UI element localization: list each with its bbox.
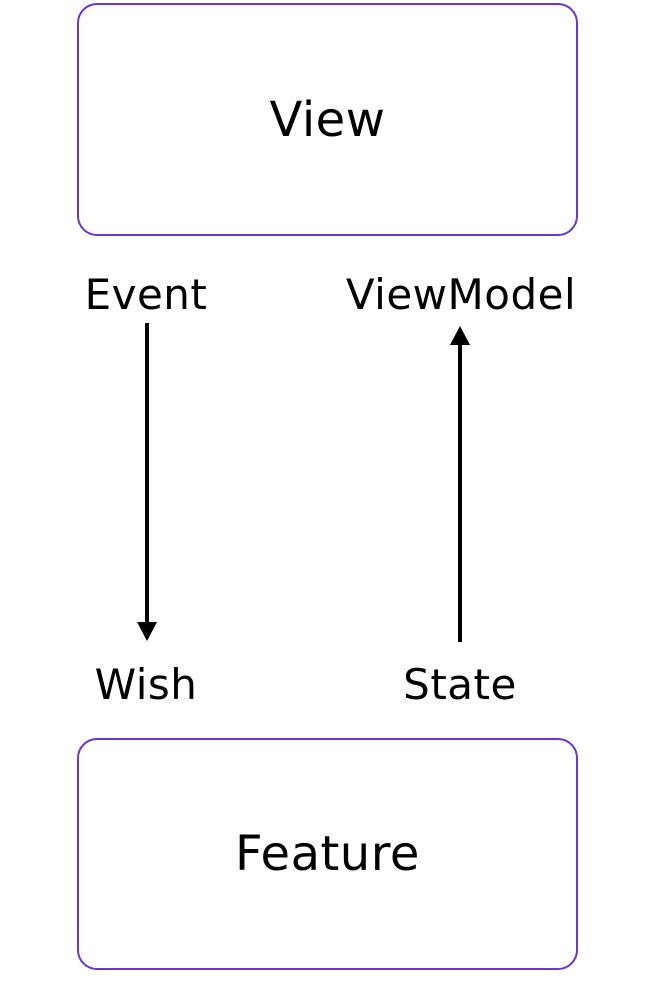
view-box: View (77, 3, 578, 236)
state-label: State (403, 660, 517, 709)
event-label: Event (84, 270, 208, 319)
state-to-viewmodel-arrow-head (450, 326, 470, 345)
view-box-label: View (269, 91, 386, 148)
event-to-wish-arrow (137, 323, 157, 641)
feature-box-label: Feature (235, 826, 420, 882)
event-to-wish-arrow-head (137, 622, 157, 641)
feature-box: Feature (77, 738, 578, 970)
state-to-viewmodel-arrow (450, 326, 470, 642)
wish-label: Wish (94, 660, 198, 709)
viewmodel-label: ViewModel (345, 270, 577, 319)
